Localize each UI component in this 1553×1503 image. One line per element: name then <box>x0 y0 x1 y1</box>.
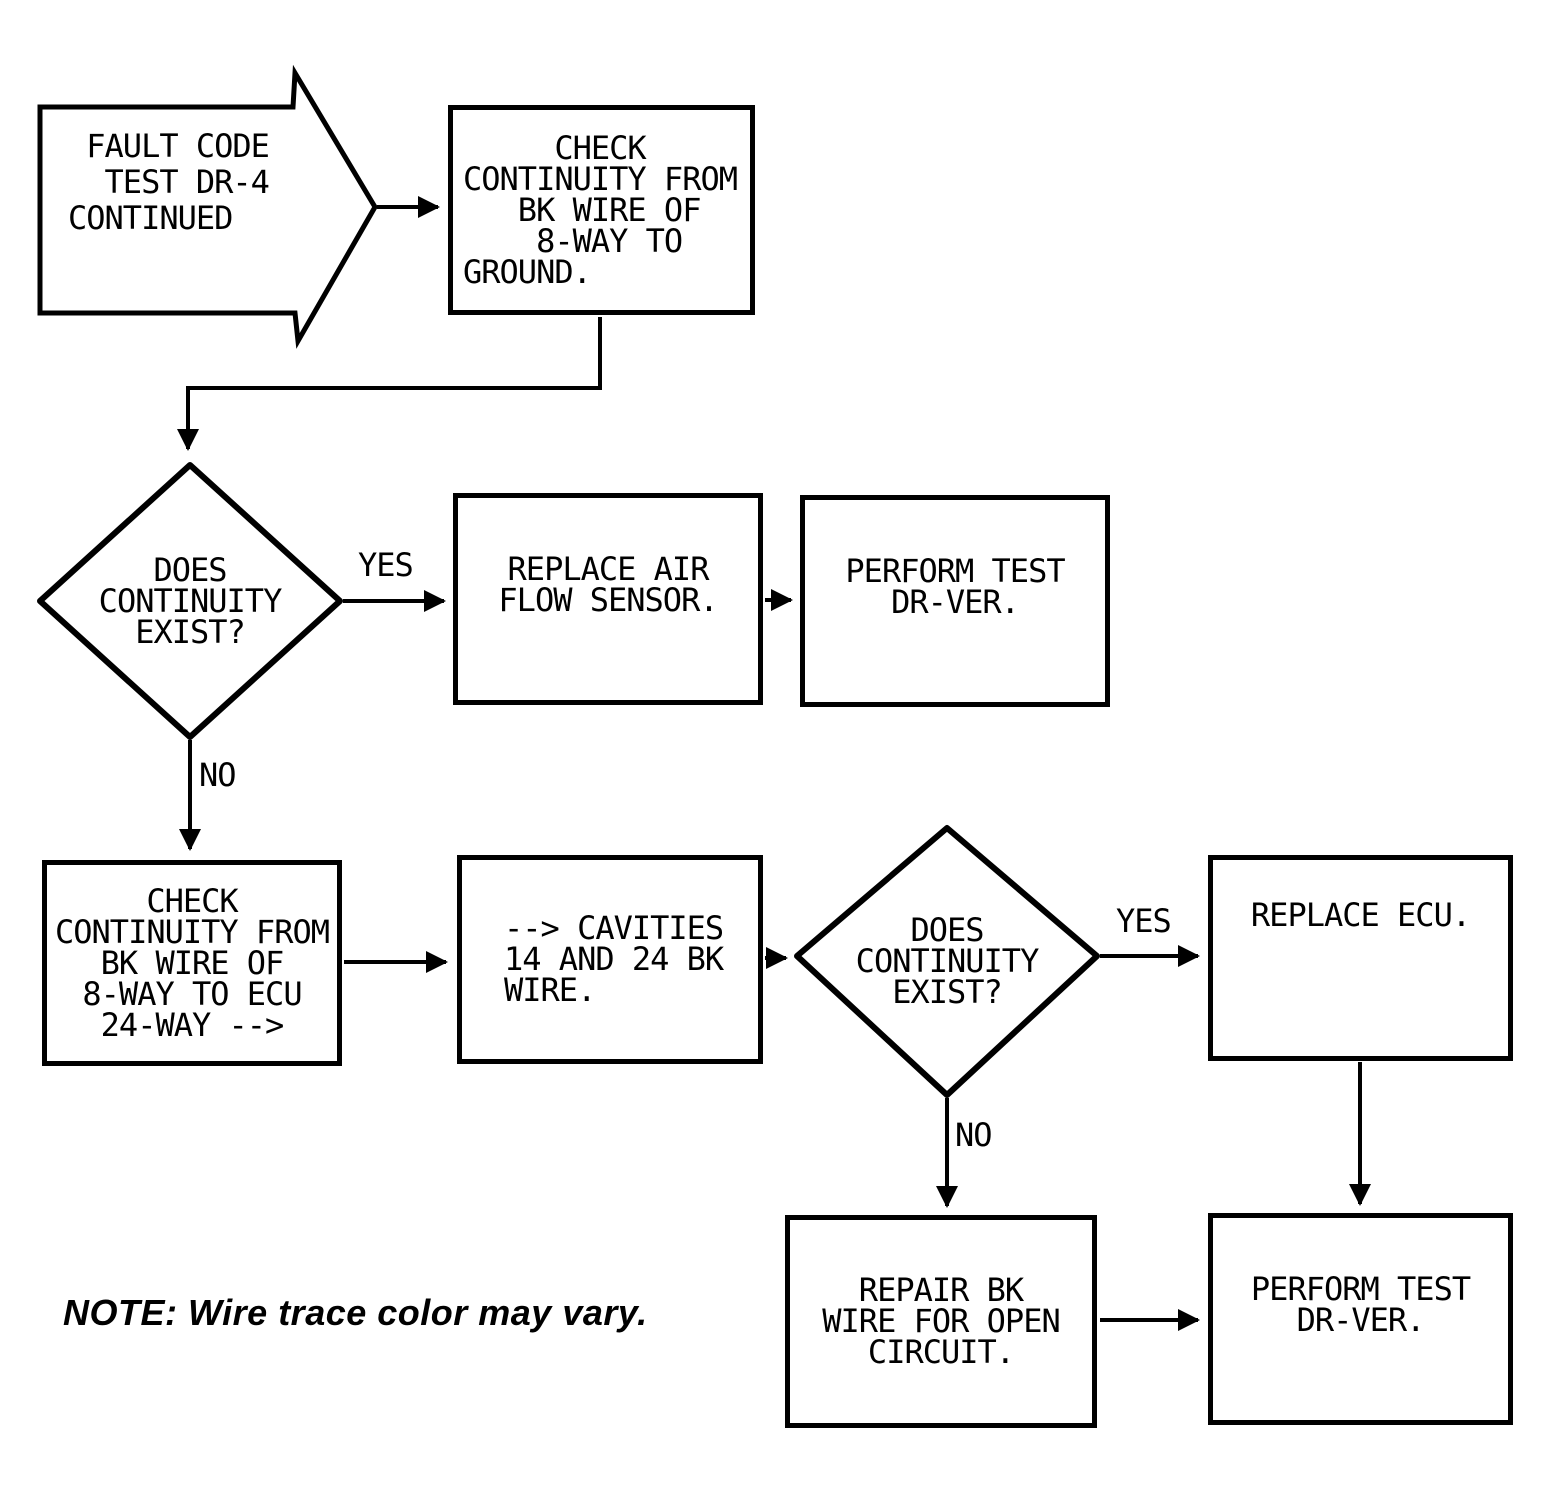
node-check-ecu-label: CHECK CONTINUITY FROM BK WIRE OF 8-WAY T… <box>55 881 330 1044</box>
decision1-diamond <box>37 462 343 740</box>
decision2-label: DOES CONTINUITY EXIST? <box>855 911 1040 1011</box>
decision1-label: DOES CONTINUITY EXIST? <box>98 550 283 651</box>
start-banner-label: FAULT CODE TEST DR-4 CONTINUED <box>68 127 270 237</box>
edge-label-no-2: NO <box>955 1116 993 1154</box>
edge-check-ground-to-decision1 <box>177 317 602 451</box>
node-cavities-label: --> CAVITIES 14 AND 24 BK WIRE. <box>504 909 724 1009</box>
decision1-label-area: DOES CONTINUITY EXIST? <box>40 465 340 737</box>
node-perform-test-dr-ver-1-label: PERFORM TEST DR-VER. <box>845 552 1065 621</box>
edge-label-no-1: NO <box>199 756 237 794</box>
node-replace-air-flow-sensor: REPLACE AIR FLOW SENSOR. <box>453 493 763 705</box>
node-check-ground: CHECK CONTINUITY FROM BK WIRE OF 8-WAY T… <box>448 105 755 315</box>
node-check-ground-label: CHECK CONTINUITY FROM BK WIRE OF 8-WAY T… <box>463 128 738 291</box>
node-replace-air-flow-sensor-label: REPLACE AIR FLOW SENSOR. <box>498 550 718 619</box>
edge-label-yes-1: YES <box>358 546 414 584</box>
wire-trace-note: NOTE: Wire trace color may vary. <box>63 1292 648 1333</box>
node-perform-test-dr-ver-1: PERFORM TEST DR-VER. <box>800 495 1110 707</box>
node-check-ecu: CHECK CONTINUITY FROM BK WIRE OF 8-WAY T… <box>42 860 342 1066</box>
node-cavities: --> CAVITIES 14 AND 24 BK WIRE. <box>457 855 763 1064</box>
node-repair-bk-wire: REPAIR BK WIRE FOR OPEN CIRCUIT. <box>785 1215 1097 1428</box>
node-perform-test-dr-ver-2: PERFORM TEST DR-VER. <box>1208 1213 1513 1425</box>
node-replace-ecu-label: REPLACE ECU. <box>1250 896 1471 934</box>
decision2-diamond <box>794 825 1100 1098</box>
edge-label-yes-2: YES <box>1116 902 1172 940</box>
node-perform-test-dr-ver-2-label: PERFORM TEST DR-VER. <box>1250 1270 1471 1339</box>
decision2-label-area: DOES CONTINUITY EXIST? <box>797 828 1097 1095</box>
node-replace-ecu: REPLACE ECU. <box>1208 855 1513 1061</box>
node-repair-bk-wire-label: REPAIR BK WIRE FOR OPEN CIRCUIT. <box>822 1271 1060 1371</box>
start-banner-shape <box>37 64 378 349</box>
